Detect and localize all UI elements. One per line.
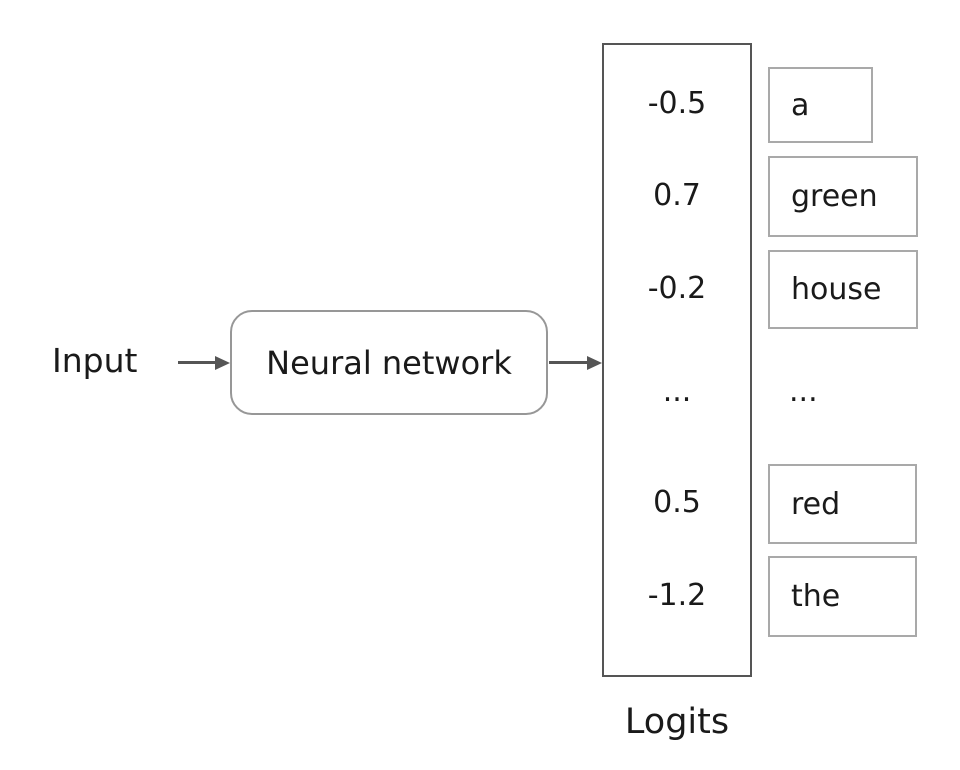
logit-value: -1.2	[647, 578, 707, 613]
arrow-network-to-logits-icon	[549, 361, 587, 364]
token-label-ellipsis: ...	[789, 374, 818, 409]
logit-value: -0.2	[647, 271, 707, 306]
neural-network-label: Neural network	[266, 343, 512, 382]
token-label: the	[791, 579, 841, 614]
neural-network-box: Neural network	[230, 310, 548, 415]
token-box: the	[768, 556, 917, 637]
logits-vector-box: -0.5 0.7 -0.2 ... 0.5 -1.2	[602, 43, 752, 677]
token-box: red	[768, 464, 917, 544]
logit-value: 0.5	[653, 485, 701, 520]
token-box: a	[768, 67, 873, 143]
token-label: a	[791, 87, 810, 123]
logit-value: -0.5	[647, 86, 707, 121]
token-label: red	[791, 486, 841, 522]
arrow-input-to-network-icon	[178, 361, 215, 364]
token-box: green	[768, 156, 918, 237]
logit-value-ellipsis: ...	[662, 374, 692, 409]
token-label: house	[791, 272, 882, 307]
logit-value: 0.7	[653, 178, 701, 213]
token-box: house	[768, 250, 918, 329]
token-label: green	[791, 179, 878, 214]
input-label: Input	[52, 341, 138, 380]
logits-caption: Logits	[624, 702, 730, 742]
